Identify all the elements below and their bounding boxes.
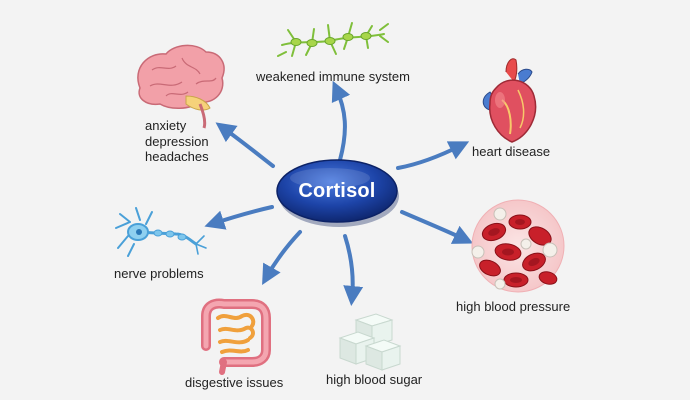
nerve-cell-icon [115,207,207,257]
blood-cells-icon [471,199,565,293]
label-depression: depression [145,133,209,149]
neuron-network-icon [277,22,389,57]
label-heart-disease: heart disease [472,144,551,159]
intestine-icon [201,298,271,375]
sugar-cubes-icon [338,313,402,371]
brain-icon [137,44,225,129]
arrow-to-immune [331,80,351,162]
label-headaches: headaches [145,149,209,164]
label-digestive-issues: disgestive issues [185,375,284,390]
label-weakened-immune-system: weakened immune system [256,69,410,84]
label-nerve-problems: nerve problems [114,266,204,281]
arrow-to-brain [215,122,275,168]
heart-icon [482,58,537,143]
arrow-to-nerve [204,205,274,230]
arrow-to-sugar [343,234,364,306]
arrow-to-heart [396,141,470,170]
label-brain-effects: anxiety depression headaches [145,118,209,165]
cortisol-oval [276,159,399,227]
arrow-to-digestive [262,230,302,285]
label-high-blood-pressure: high blood pressure [456,299,571,314]
cortisol-label: Cortisol [298,179,376,202]
label-high-blood-sugar: high blood sugar [326,372,423,387]
arrow-to-bp [400,210,474,244]
arrows [204,80,474,306]
label-anxiety: anxiety [145,118,187,133]
